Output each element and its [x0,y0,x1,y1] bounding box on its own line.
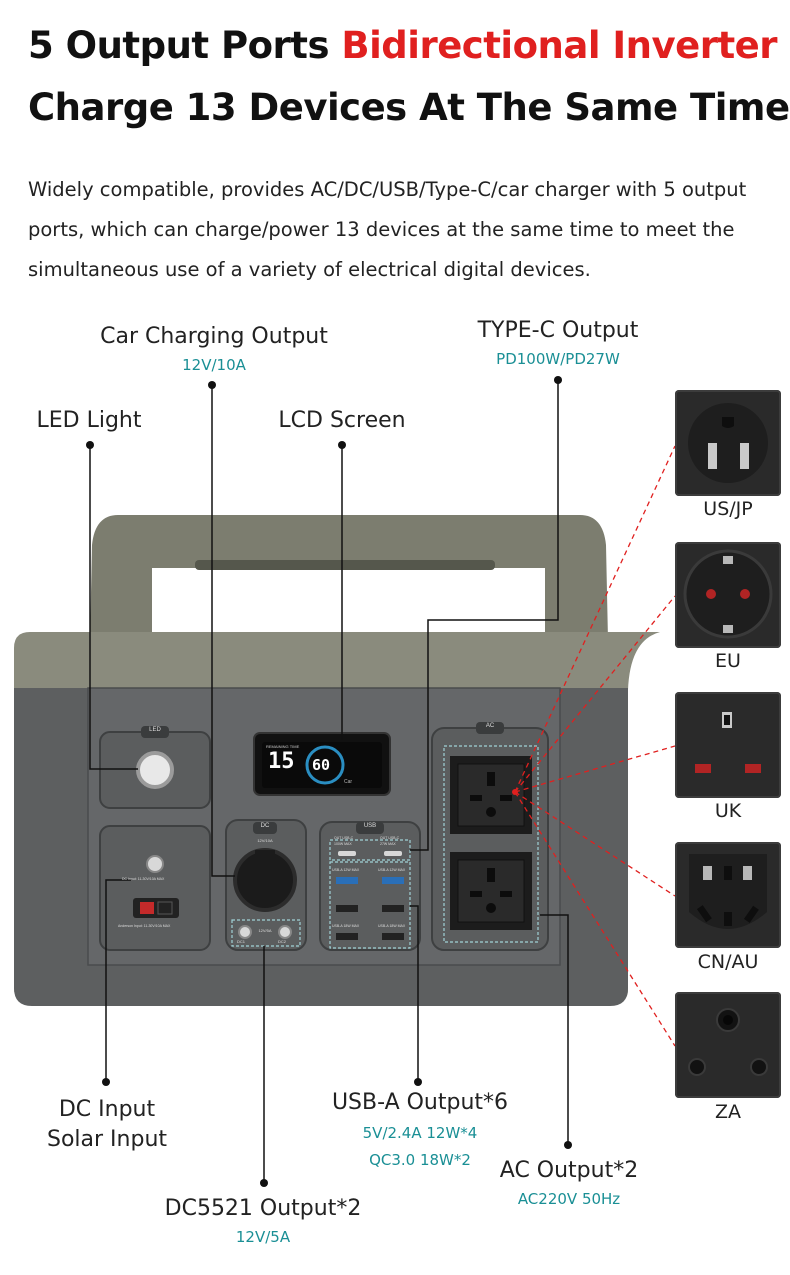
lcd-car-text: Car [344,779,353,785]
car-rating-text: 12V/10A [257,838,273,843]
cn-au-socket-icon [675,842,781,948]
dc2-port [278,925,292,939]
description-text: Widely compatible, provides AC/DC/USB/Ty… [28,178,747,281]
usbc1-rating-text: 100W MAX [334,842,352,846]
usb-tag [356,822,384,834]
usba-12w-text-2: USB-A 12W MAX [378,868,406,872]
usba-port-2 [382,877,404,884]
lcd-hours: 15 [268,749,295,774]
typec-label: TYPE-C Output [477,318,639,343]
led-light-label: LED Light [36,408,142,433]
socket-label-us-jp: US/JP [703,498,753,520]
lcd-percent: 60 [312,756,331,774]
ac-output-label: AC Output*2 [499,1158,639,1183]
uk-socket-icon [675,692,781,798]
dc5521-label: DC5521 Output*2 [164,1196,362,1221]
leader-led [89,445,138,770]
usba-port-6 [382,933,404,940]
dc-input-port [146,855,164,873]
led-lamp [136,751,174,789]
usba-18w-text-2: USB-A 18W MAX [378,924,406,928]
leader-car [211,385,235,877]
headline-part1: 5 Output Ports [28,24,342,67]
anderson-panel-text: Anderson Input: 11-30V/10A MAX [118,924,171,928]
typec-spec: PD100W/PD27W [496,350,620,368]
usba-port-3 [336,905,358,912]
car-charging-label: Car Charging Output [100,324,328,349]
dc5521-spec: 12V/5A [235,1228,291,1246]
usba-18w-text: USB-A 18W MAX [332,924,360,928]
za-socket-icon [675,992,781,1098]
ac-tag-text: AC [485,723,495,729]
leader-dc-input [105,879,132,1082]
headline-highlight: Bidirectional Inverter [341,24,777,67]
us-jp-socket-icon [675,390,781,496]
leader-typec [410,380,559,851]
usb-tag-text: USB [363,823,377,829]
usba-port-4 [382,905,404,912]
usba-12w-text: USB-A 12W MAX [332,868,360,872]
eu-socket-icon [675,542,781,648]
socket-label-eu: EU [715,650,741,672]
usba-label: USB-A Output*6 [331,1090,509,1115]
usbc2-rating-text: 27W MAX [380,842,396,846]
handle [90,515,608,640]
dc5521-rating-text: 12V/5A [258,928,272,933]
usbc1-text: OUT USB-C [334,836,354,840]
usbc-port-2 [384,851,402,856]
usbc2-text: OUT USB-C [380,836,400,840]
led-tag [141,726,169,738]
car-socket [233,848,297,912]
dc-tag [253,822,277,834]
usba-spec2: QC3.0 18W*2 [369,1151,471,1169]
usba-port-5 [336,933,358,940]
handle-grip [195,560,495,570]
usba-spec1: 5V/2.4A 12W*4 [362,1124,478,1142]
ac-output-spec: AC220V 50Hz [517,1190,621,1208]
dc-input-panel-text: DC Input: 11-30V/10A MAX [122,877,165,881]
dc1-port [238,925,252,939]
usba-port-1 [336,877,358,884]
lcd-remaining-text: REMAINING TIME [266,744,300,749]
leader-usba [410,905,419,1082]
usbc-port-1 [338,851,356,856]
ac-tag [476,722,504,734]
lcd-screen-label: LCD Screen [278,408,406,433]
dc-tag-text: DC [260,823,270,829]
dc1-text: DC1 [237,939,246,944]
dc2-text: DC2 [278,939,287,944]
led-tag-text: LED [149,727,161,733]
socket-label-za: ZA [714,1101,741,1123]
solar-input-label: Solar Input [46,1127,168,1152]
car-charging-spec: 12V/10A [182,356,246,374]
headline-line1: 5 Output Ports Bidirectional Inverter [28,24,777,67]
socket-label-cn-au: CN/AU [697,951,759,973]
socket-label-uk: UK [714,800,742,822]
dc-input-label: DC Input [58,1097,156,1122]
headline-line2: Charge 13 Devices At The Same Time [28,86,790,129]
leader-ac [540,914,569,1145]
